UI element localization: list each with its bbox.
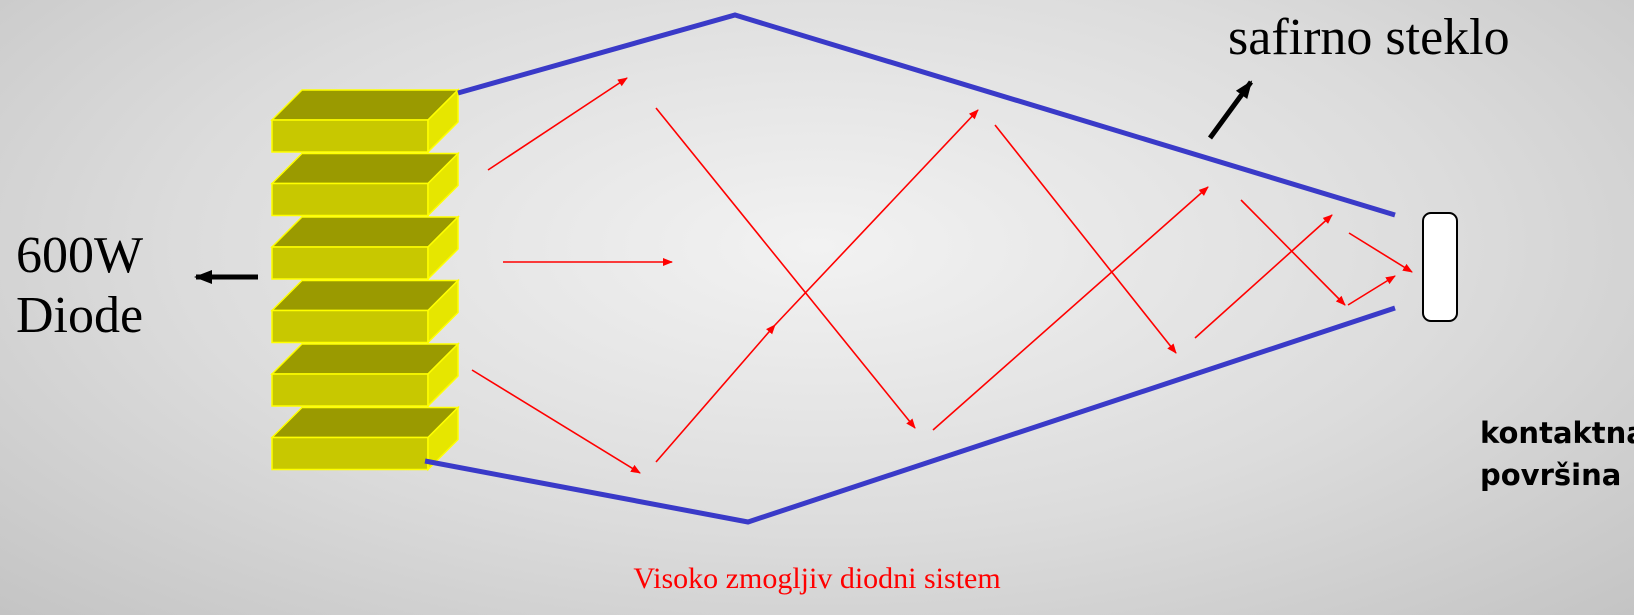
diode-plate-top — [270, 89, 460, 121]
diode-plate-side — [427, 278, 459, 345]
diode-plate-front — [271, 119, 429, 153]
diode-plate — [270, 405, 460, 472]
diode-plate-front — [271, 182, 429, 217]
ray — [774, 109, 979, 326]
diode-plate-front — [271, 436, 429, 471]
diode-plate-top — [270, 152, 460, 185]
diode-label: 600W Diode — [16, 226, 143, 346]
diode-stack — [270, 88, 460, 472]
ray — [932, 186, 1209, 431]
diode-plate-side — [427, 342, 459, 408]
diode-plate-top — [270, 216, 460, 248]
ray — [655, 324, 776, 463]
diode-plate-side — [427, 88, 459, 154]
contact-surface — [1422, 212, 1458, 322]
diode-plate — [270, 88, 460, 154]
diode-plate-top — [270, 279, 460, 312]
guide-line-bottom — [424, 305, 1396, 525]
ray — [1194, 214, 1333, 339]
contact-label-line1: kontaktna — [1480, 416, 1634, 450]
contact-surface-label: kontaktna površina — [1480, 412, 1634, 496]
ray — [471, 369, 641, 474]
diode-plate — [270, 215, 460, 281]
ray — [487, 77, 628, 171]
diode-plate-side — [427, 405, 459, 472]
ray — [655, 107, 916, 429]
ray — [1347, 275, 1396, 306]
contact-label-line2: površina — [1480, 458, 1622, 492]
diode-plate-side — [427, 215, 459, 281]
diode-plate-front — [271, 373, 429, 407]
guide-line-top — [457, 12, 1396, 218]
diode-plate — [270, 278, 460, 345]
sapphire-guide — [424, 12, 1396, 525]
diode-plate-side — [427, 151, 459, 218]
ray — [1240, 199, 1346, 306]
diagram-caption: Visoko zmogljiv diodni sistem — [633, 562, 1001, 595]
sapphire-pointer-arrow — [1207, 80, 1254, 140]
diode-label-line1: 600W — [16, 227, 144, 284]
diode-plate-front — [271, 309, 429, 344]
ray — [994, 124, 1177, 354]
ray — [1348, 232, 1413, 273]
diode-plate — [270, 342, 460, 408]
light-rays — [471, 77, 1413, 474]
diode-plate — [270, 151, 460, 218]
sapphire-glass-label: safirno steklo — [1228, 9, 1510, 66]
diode-plate-top — [270, 343, 460, 375]
diode-plate-top — [270, 406, 460, 439]
diode-label-line2: Diode — [16, 287, 144, 344]
diode-plate-front — [271, 246, 429, 280]
